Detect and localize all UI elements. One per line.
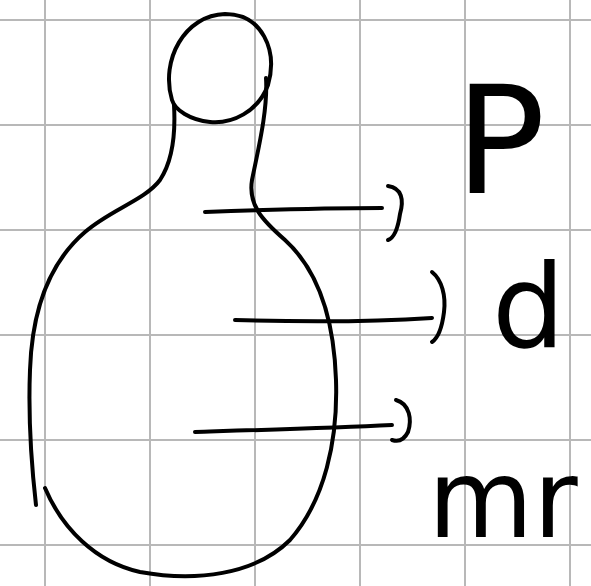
label-box: mr: [428, 446, 578, 554]
label-box: P: [455, 66, 545, 216]
body-outline: [29, 14, 336, 576]
bracket: [432, 272, 445, 342]
part-label: mr: [428, 446, 578, 554]
leader-line: [195, 425, 392, 432]
label-box: d: [492, 250, 565, 365]
leader-lines: [195, 186, 445, 441]
leader-line: [205, 208, 382, 212]
bracket: [392, 400, 410, 441]
bracket: [388, 186, 402, 240]
part-label: P: [455, 66, 545, 216]
right-outline: [45, 78, 336, 576]
part-label: d: [492, 250, 565, 365]
leader-line: [235, 318, 432, 321]
head-circle: [169, 14, 271, 122]
left-outline: [29, 105, 174, 505]
